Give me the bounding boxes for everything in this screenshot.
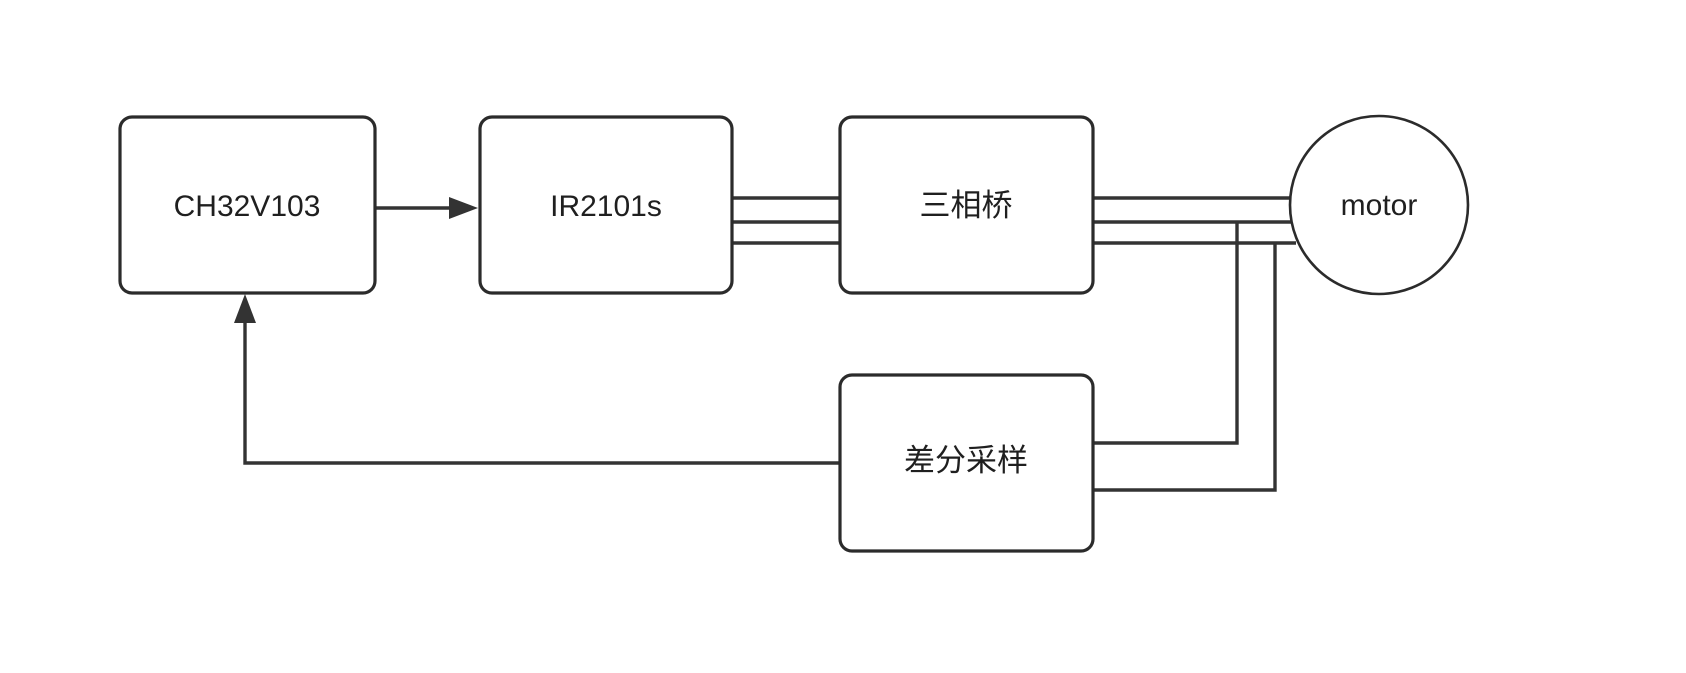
edge-line-segment bbox=[1093, 243, 1277, 492]
node-differential-sampling-label: 差分采样 bbox=[904, 443, 1028, 478]
node-motor[interactable]: motor bbox=[1288, 114, 1470, 296]
node-differential-sampling-shape[interactable] bbox=[838, 373, 1095, 553]
node-mcu-label: CH32V103 bbox=[174, 190, 321, 223]
arrow-head-icon bbox=[449, 197, 478, 219]
edge-mcu-to-gate-driver bbox=[375, 197, 478, 219]
node-gate-driver-shape[interactable] bbox=[478, 115, 734, 295]
node-mcu[interactable]: CH32V103 bbox=[118, 115, 377, 295]
edge-bridge-to-motor bbox=[1093, 196, 1300, 245]
arrow-head-icon bbox=[234, 294, 256, 323]
edge-sampling-to-mcu-feedback bbox=[234, 294, 840, 465]
edge-bridge-phase-to-sampling-a bbox=[1093, 222, 1239, 445]
node-three-phase-bridge[interactable]: 三相桥 bbox=[838, 115, 1095, 295]
node-differential-sampling[interactable]: 差分采样 bbox=[838, 373, 1095, 553]
node-gate-driver[interactable]: IR2101s bbox=[478, 115, 734, 295]
node-gate-driver-label: IR2101s bbox=[550, 190, 662, 223]
node-three-phase-bridge-shape[interactable] bbox=[838, 115, 1095, 295]
node-motor-label: motor bbox=[1341, 189, 1418, 222]
edge-gate-driver-to-bridge bbox=[733, 196, 840, 245]
edge-line-segment bbox=[1093, 222, 1239, 445]
node-mcu-shape[interactable] bbox=[118, 115, 377, 295]
node-motor-shape[interactable] bbox=[1288, 114, 1470, 296]
edge-line-segment bbox=[243, 317, 840, 465]
edge-bridge-phase-to-sampling-b bbox=[1093, 243, 1277, 492]
node-three-phase-bridge-label: 三相桥 bbox=[920, 188, 1013, 223]
